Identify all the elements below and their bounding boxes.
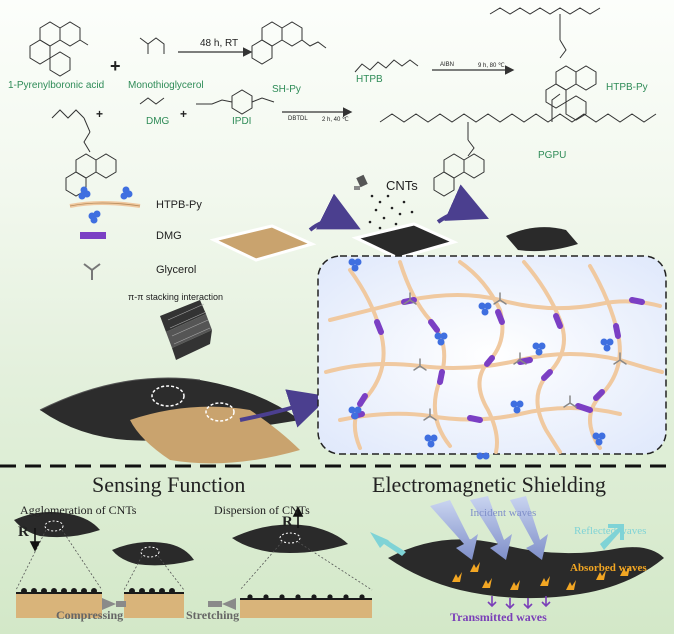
r-increase-label: R [282, 514, 293, 530]
htpb-structure [354, 59, 419, 73]
svg-text:+: + [96, 107, 103, 121]
r-decrease-label: R [18, 524, 29, 540]
em-shielding-title: Electromagnetic Shielding [372, 472, 606, 497]
dmg-legend-icon [80, 232, 106, 239]
cnts-label: CNTs [386, 178, 418, 193]
stretching-label: Stretching [186, 608, 240, 622]
incident-wave-arrows [430, 496, 548, 560]
reflected-waves-label: Reflected waves [574, 525, 647, 537]
monothioglycerol-structure [139, 37, 165, 54]
transmitted-waves-label: Transmitted waves [450, 610, 547, 624]
sensing-function-title: Sensing Function [92, 472, 246, 497]
condition-1-label: 48 h, RT [200, 38, 239, 49]
substrate-blocks [16, 592, 372, 618]
curled-film [506, 227, 578, 252]
pyrenylboronic-structure [29, 21, 89, 77]
arrow-to-network [239, 389, 330, 428]
legend-htpbpy-label: HTPB-Py [156, 199, 202, 211]
shpy-label: SH-Py [272, 84, 301, 95]
condition-3-label: 2 h, 40 ℃ [322, 117, 349, 123]
shpy-structure [251, 21, 327, 65]
dmg-side-structure [51, 109, 117, 197]
htpb-label: HTPB [356, 74, 383, 85]
dbtdl-label: DBTDL [288, 116, 308, 122]
process-arrow-1 [308, 193, 361, 232]
cnt-particles [368, 194, 414, 230]
dmg-label: DMG [146, 116, 170, 127]
htpbpy-legend-icon [69, 186, 141, 224]
black-film [351, 222, 459, 260]
transmitted-wave-marks [487, 596, 551, 610]
glycerol-legend-icon [83, 263, 101, 280]
aibn-label: AIBN [440, 62, 455, 68]
legend-glycerol-label: Glycerol [156, 264, 197, 276]
plus-sign-1: + [110, 56, 121, 76]
htpbpy-structure [489, 7, 601, 121]
process-arrow-2 [436, 184, 489, 224]
ipdi-label: IPDI [232, 116, 252, 127]
r-arrows [29, 506, 304, 552]
reflected-wave-arrows [370, 524, 624, 556]
pyrenylboronic-label: 1-Pyrenylboronic acid [8, 80, 105, 91]
compressing-label: Compressing [56, 608, 124, 622]
zoom-guidelines [15, 529, 373, 591]
tan-film [209, 224, 317, 262]
pgpu-structure [379, 93, 657, 197]
absorbed-wave-marks [452, 562, 630, 590]
svg-text:+: + [180, 107, 187, 121]
pyrene-clusters [348, 258, 614, 460]
condition-2-label: 9 h, 80 ℃ [478, 63, 505, 69]
spray-can-icon [354, 174, 368, 190]
htpbpy-label: HTPB-Py [606, 82, 648, 93]
dispersion-label: Dispersion of CNTs [214, 503, 310, 517]
svg-text:+: + [110, 56, 121, 76]
composite-film-illustration [39, 377, 300, 464]
legend-dmg-label: DMG [156, 230, 182, 242]
absorbed-waves-label: Absorbed waves [570, 562, 647, 574]
plus-sign-2: + [96, 107, 103, 121]
polymer-network [324, 260, 664, 454]
plus-sign-3: + [180, 107, 187, 121]
dmg-structure [139, 97, 165, 105]
incident-waves-label: Incident waves [470, 507, 537, 519]
pgpu-label: PGPU [538, 150, 567, 161]
em-shield-film [388, 539, 664, 599]
ipdi-structure [196, 89, 275, 115]
cnt-tube-icon [160, 300, 212, 360]
agglomeration-label: Agglomeration of CNTs [20, 503, 137, 517]
cnt-bumps [16, 588, 372, 600]
legend-pipi-label: π-π stacking interaction [128, 292, 223, 302]
monothioglycerol-label: Monothioglycerol [128, 80, 204, 91]
compress-stretch-arrows [102, 598, 236, 610]
